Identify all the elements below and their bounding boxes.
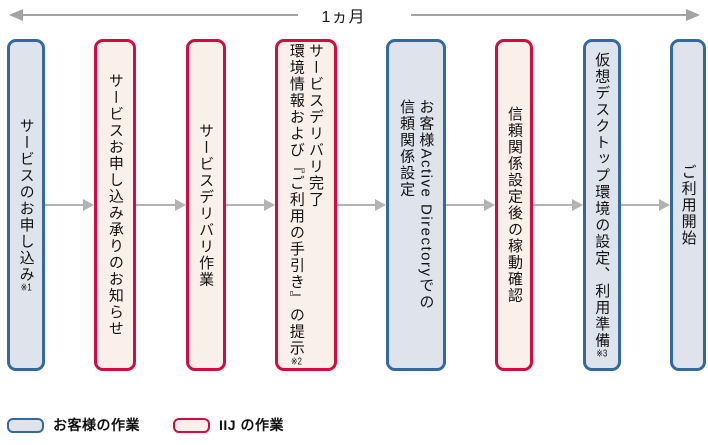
flow-arrow [45,198,95,212]
step-label-column-1: サービスデリバリ完了 [307,43,325,209]
flow-arrow [336,198,387,212]
step-label-column-2: 信頼関係設定 [398,99,416,199]
arrow-right-icon [375,199,387,211]
step-label: サービスお申し込み承りのお知らせ [106,73,124,337]
flow-arrow [136,198,186,212]
step-customer-ad-trust-setup: お客様Active Directoryでの 信頼関係設定 [386,39,447,371]
arrow-right-icon [658,199,670,211]
step-label: 仮想デスクトップ環境の設定、利用準備※3 [593,51,611,359]
arrow-right-icon [686,9,700,21]
timeline-duration: 1ヵ月 [9,5,700,26]
flow-row: サービスのお申し込み※1 サービスお申し込み承りのお知らせ サービスデリバリ作業… [7,39,706,371]
step-trust-operation-check: 信頼関係設定後の稼動確認 [495,39,534,371]
legend-label-customer: お客様の作業 [53,417,140,433]
timeline-line-right [411,9,700,21]
step-service-delivery-work: サービスデリバリ作業 [185,39,226,371]
process-flow-diagram: 1ヵ月 サービスのお申し込み※1 サービスお申し込み承りのお知らせ サービスデリ… [0,5,708,445]
step-label: 信頼関係設定後の稼動確認 [506,106,523,304]
flow-arrow [533,198,583,212]
footnote-marker: ※1 [20,282,32,293]
flow-arrow [620,198,670,212]
arrow-right-icon [174,199,186,211]
step-service-delivery-complete: サービスデリバリ完了 環境情報および『ご利用の手引き』の提示※2 [274,39,337,371]
arrow-left-icon [9,9,23,21]
step-service-start: ご利用開始 [669,39,706,371]
step-label: サービスデリバリ作業 [197,122,215,288]
flow-arrow [225,198,275,212]
footnote-marker: ※2 [290,356,302,367]
legend-item-customer: お客様の作業 [7,415,140,435]
legend: お客様の作業 IIJ の作業 [7,415,708,435]
step-label: ご利用開始 [679,163,697,247]
customer-swatch [7,417,44,433]
legend-item-iij: IIJ の作業 [173,415,284,435]
timeline-label: 1ヵ月 [321,9,366,26]
arrow-right-icon [83,199,95,211]
step-label: サービスのお申し込み※1 [17,117,35,293]
footnote-marker: ※3 [596,348,608,359]
iij-swatch [173,417,210,433]
arrow-right-icon [484,199,496,211]
step-label-column-2: 環境情報および『ご利用の手引き』の提示※2 [287,43,305,367]
legend-label-iij: IIJ の作業 [219,417,284,433]
step-vdi-environment-setup: 仮想デスクトップ環境の設定、利用準備※3 [582,39,621,371]
timeline-line-left [9,9,298,21]
arrow-right-icon [263,199,275,211]
arrow-right-icon [571,199,583,211]
step-application-acceptance-notice: サービスお申し込み承りのお知らせ [94,39,137,371]
step-service-application: サービスのお申し込み※1 [7,39,45,371]
flow-arrow [446,198,496,212]
step-label-column-1: お客様Active Directoryでの [417,99,435,311]
